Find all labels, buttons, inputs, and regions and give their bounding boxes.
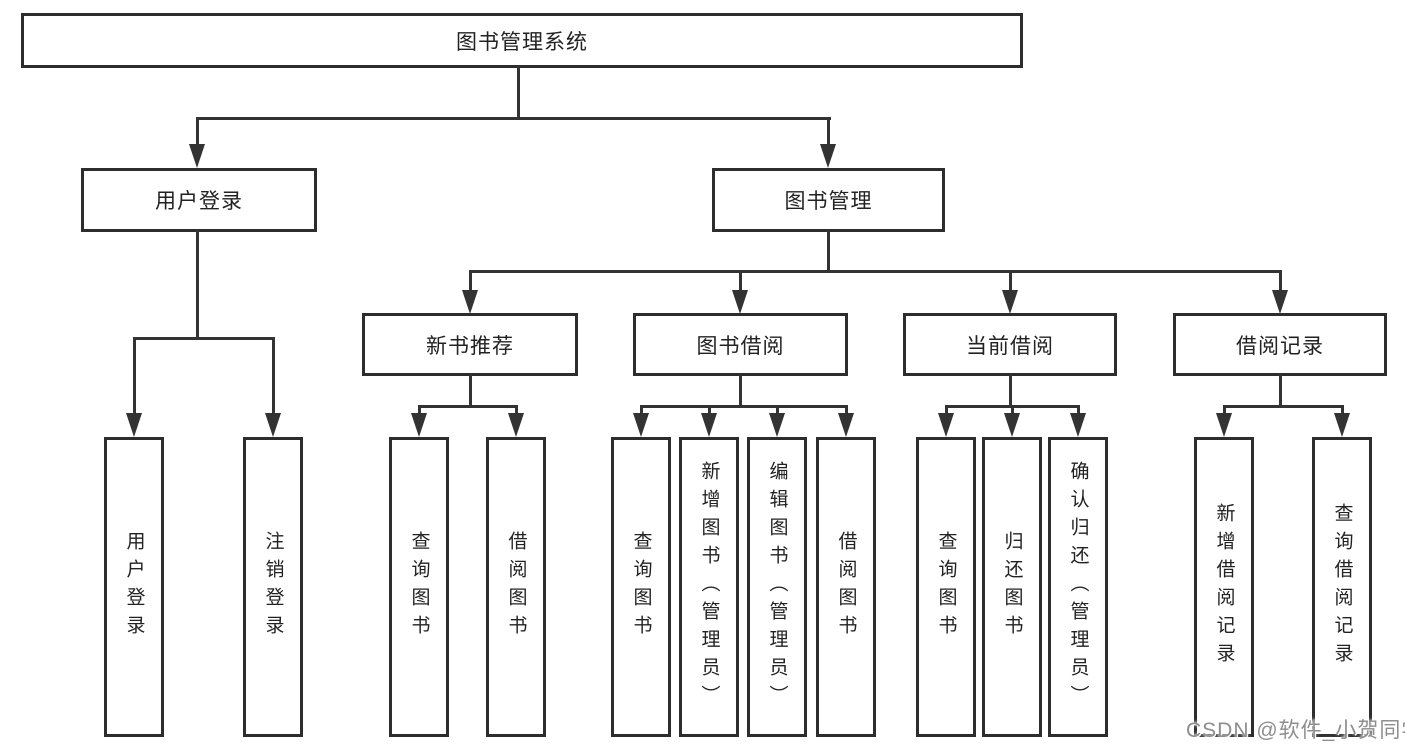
- leaf-confirm-return-admin: 确认归还（管理员）: [1048, 437, 1108, 737]
- leaf-label: 注销登录: [262, 531, 284, 643]
- connector-line: [418, 405, 421, 414]
- watermark: CSDN @软件_小贺同学: [1186, 719, 1405, 742]
- arrow-down-icon: [1070, 413, 1086, 437]
- arrow-down-icon: [701, 413, 717, 437]
- connector-line: [640, 405, 643, 414]
- leaf-label: 查询图书: [935, 531, 957, 643]
- connector-line: [469, 270, 1281, 273]
- connector-line: [196, 230, 199, 338]
- arrow-down-icon: [769, 413, 785, 437]
- leaf-label: 用户登录: [123, 531, 145, 643]
- node-label: 当前借阅: [966, 334, 1054, 358]
- connector-line: [1223, 405, 1226, 414]
- leaf-return-books: 归还图书: [982, 437, 1042, 737]
- arrow-down-icon: [1272, 290, 1288, 314]
- leaf-query-books-borrow: 查询图书: [611, 437, 671, 737]
- leaf-edit-book-admin: 编辑图书（管理员）: [747, 437, 807, 737]
- connector-line: [133, 337, 275, 340]
- leaf-label: 借阅图书: [835, 531, 857, 643]
- leaf-add-borrow-record: 新增借阅记录: [1194, 437, 1254, 737]
- arrow-down-icon: [633, 413, 649, 437]
- leaf-label: 查询借阅记录: [1331, 503, 1353, 671]
- node-level3-book-borrow: 图书借阅: [633, 313, 848, 376]
- node-level3-current-borrow: 当前借阅: [903, 313, 1117, 376]
- connector-line: [708, 405, 711, 414]
- arrow-down-icon: [938, 413, 954, 437]
- leaf-label: 新增借阅记录: [1213, 503, 1235, 671]
- node-label: 图书借阅: [696, 334, 785, 358]
- connector-line: [515, 405, 518, 414]
- connector-line: [133, 337, 136, 414]
- connector-line: [1279, 374, 1282, 407]
- connector-line: [272, 337, 275, 414]
- arrow-down-icon: [462, 290, 478, 314]
- connector-line: [1077, 405, 1080, 414]
- connector-line: [827, 117, 830, 146]
- arrow-down-icon: [411, 413, 427, 437]
- connector-line: [945, 405, 948, 414]
- leaf-label: 确认归还（管理员）: [1067, 461, 1089, 713]
- arrow-down-icon: [1216, 413, 1232, 437]
- connector-line: [739, 270, 742, 292]
- leaf-user-login: 用户登录: [104, 437, 164, 737]
- arrow-down-icon: [820, 144, 836, 168]
- arrow-down-icon: [508, 413, 524, 437]
- connector-line: [1011, 405, 1014, 414]
- connector-line: [1279, 270, 1282, 292]
- connector-line: [469, 374, 472, 407]
- connector-line: [197, 117, 831, 120]
- arrow-down-icon: [838, 413, 854, 437]
- node-root: 图书管理系统: [21, 13, 1023, 68]
- connector-line: [517, 66, 520, 118]
- node-label: 用户登录: [155, 190, 243, 213]
- leaf-label: 查询图书: [630, 531, 652, 643]
- leaf-borrow-books: 借阅图书: [816, 437, 876, 737]
- arrow-down-icon: [126, 413, 142, 437]
- connector-line: [640, 405, 847, 408]
- leaf-label: 归还图书: [1001, 531, 1023, 643]
- arrow-down-icon: [265, 413, 281, 437]
- leaf-label: 查询图书: [408, 531, 430, 643]
- arrow-down-icon: [732, 290, 748, 314]
- node-root-label: 图书管理系统: [456, 30, 588, 54]
- node-level2-user-login: 用户登录: [81, 168, 317, 232]
- arrow-down-icon: [1334, 413, 1350, 437]
- node-level3-new-book-recommend: 新书推荐: [362, 313, 578, 376]
- leaf-label: 编辑图书（管理员）: [766, 461, 788, 713]
- connector-line: [418, 405, 518, 408]
- leaf-query-books-current: 查询图书: [916, 437, 976, 737]
- arrow-down-icon: [189, 144, 205, 168]
- leaf-label: 新增图书（管理员）: [698, 461, 720, 713]
- leaf-logout: 注销登录: [243, 437, 303, 737]
- node-level2-book-management: 图书管理: [712, 168, 945, 232]
- connector-line: [1009, 374, 1012, 407]
- connector-line: [739, 374, 742, 407]
- connector-line: [1009, 270, 1012, 292]
- connector-line: [776, 405, 779, 414]
- connector-line: [827, 230, 830, 272]
- connector-line: [196, 117, 199, 146]
- leaf-label: 借阅图书: [505, 531, 527, 643]
- arrow-down-icon: [1002, 290, 1018, 314]
- leaf-add-book-admin: 新增图书（管理员）: [679, 437, 739, 737]
- node-label: 图书管理: [784, 190, 873, 213]
- node-label: 借阅记录: [1236, 334, 1324, 358]
- node-level3-borrow-records: 借阅记录: [1173, 313, 1387, 376]
- arrow-down-icon: [1004, 413, 1020, 437]
- connector-line: [469, 270, 472, 292]
- leaf-query-borrow-record: 查询借阅记录: [1312, 437, 1372, 737]
- connector-line: [1341, 405, 1344, 414]
- leaf-query-books-recommend: 查询图书: [389, 437, 449, 737]
- node-label: 新书推荐: [426, 334, 514, 358]
- connector-line: [845, 405, 848, 414]
- leaf-borrow-books-recommend: 借阅图书: [486, 437, 546, 737]
- connector-line: [1223, 405, 1344, 408]
